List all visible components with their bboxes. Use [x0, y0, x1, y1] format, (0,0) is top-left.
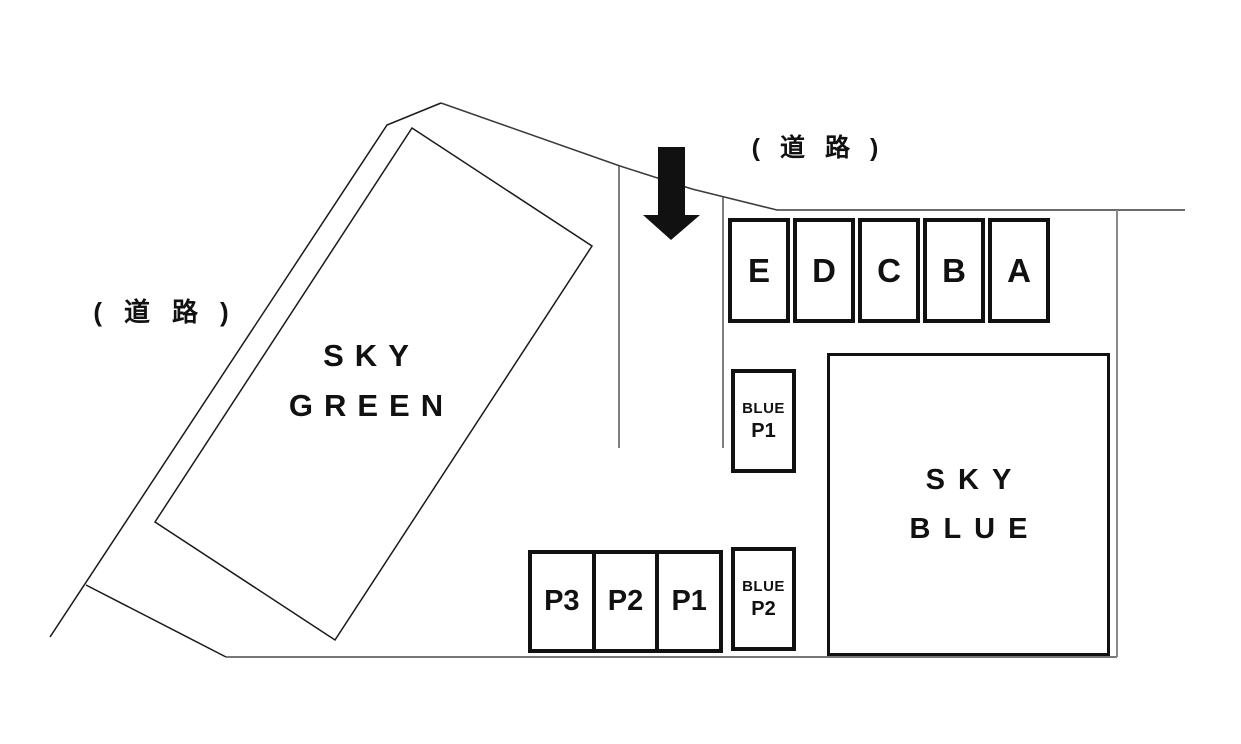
blue-p1-label-line1: BLUE	[742, 399, 785, 417]
blue-p2-spot: BLUE P2	[731, 547, 796, 651]
sky-blue-line2: BLUE	[909, 512, 1041, 545]
parking-space-d: D	[793, 218, 855, 323]
parking-space-a: A	[988, 218, 1050, 323]
boundary-southwest-line	[85, 584, 227, 658]
blue-p1-spot: BLUE P1	[731, 369, 796, 473]
parking-space-e: E	[728, 218, 790, 323]
parking-space-p2: P2	[591, 550, 660, 653]
boundary-west-line	[49, 102, 442, 638]
road-label-left: (道路)	[93, 297, 251, 327]
boundary-north-line	[440, 102, 1185, 211]
entrance-arrow-icon	[643, 147, 700, 240]
sky-green-line1: SKY	[323, 338, 420, 373]
sky-green-building-label: SKY GREEN	[236, 338, 496, 424]
road-label-top: (道路)	[751, 134, 899, 162]
parking-space-b: B	[923, 218, 985, 323]
sky-green-building-outline	[153, 126, 594, 642]
parking-space-c: C	[858, 218, 920, 323]
blue-p2-label-line1: BLUE	[742, 577, 785, 595]
blue-p1-label-line2: P1	[751, 419, 776, 442]
parking-row-bottom: P3 P2 P1	[528, 550, 724, 653]
parking-space-p3: P3	[528, 550, 596, 653]
parking-row-top: E D C B A	[728, 218, 1050, 323]
sky-blue-building: SKY BLUE	[827, 353, 1110, 656]
sky-blue-line1: SKY	[925, 463, 1025, 496]
blue-p2-label-line2: P2	[751, 597, 776, 620]
parking-space-p1: P1	[655, 550, 724, 653]
sky-green-line2: GREEN	[288, 388, 455, 423]
